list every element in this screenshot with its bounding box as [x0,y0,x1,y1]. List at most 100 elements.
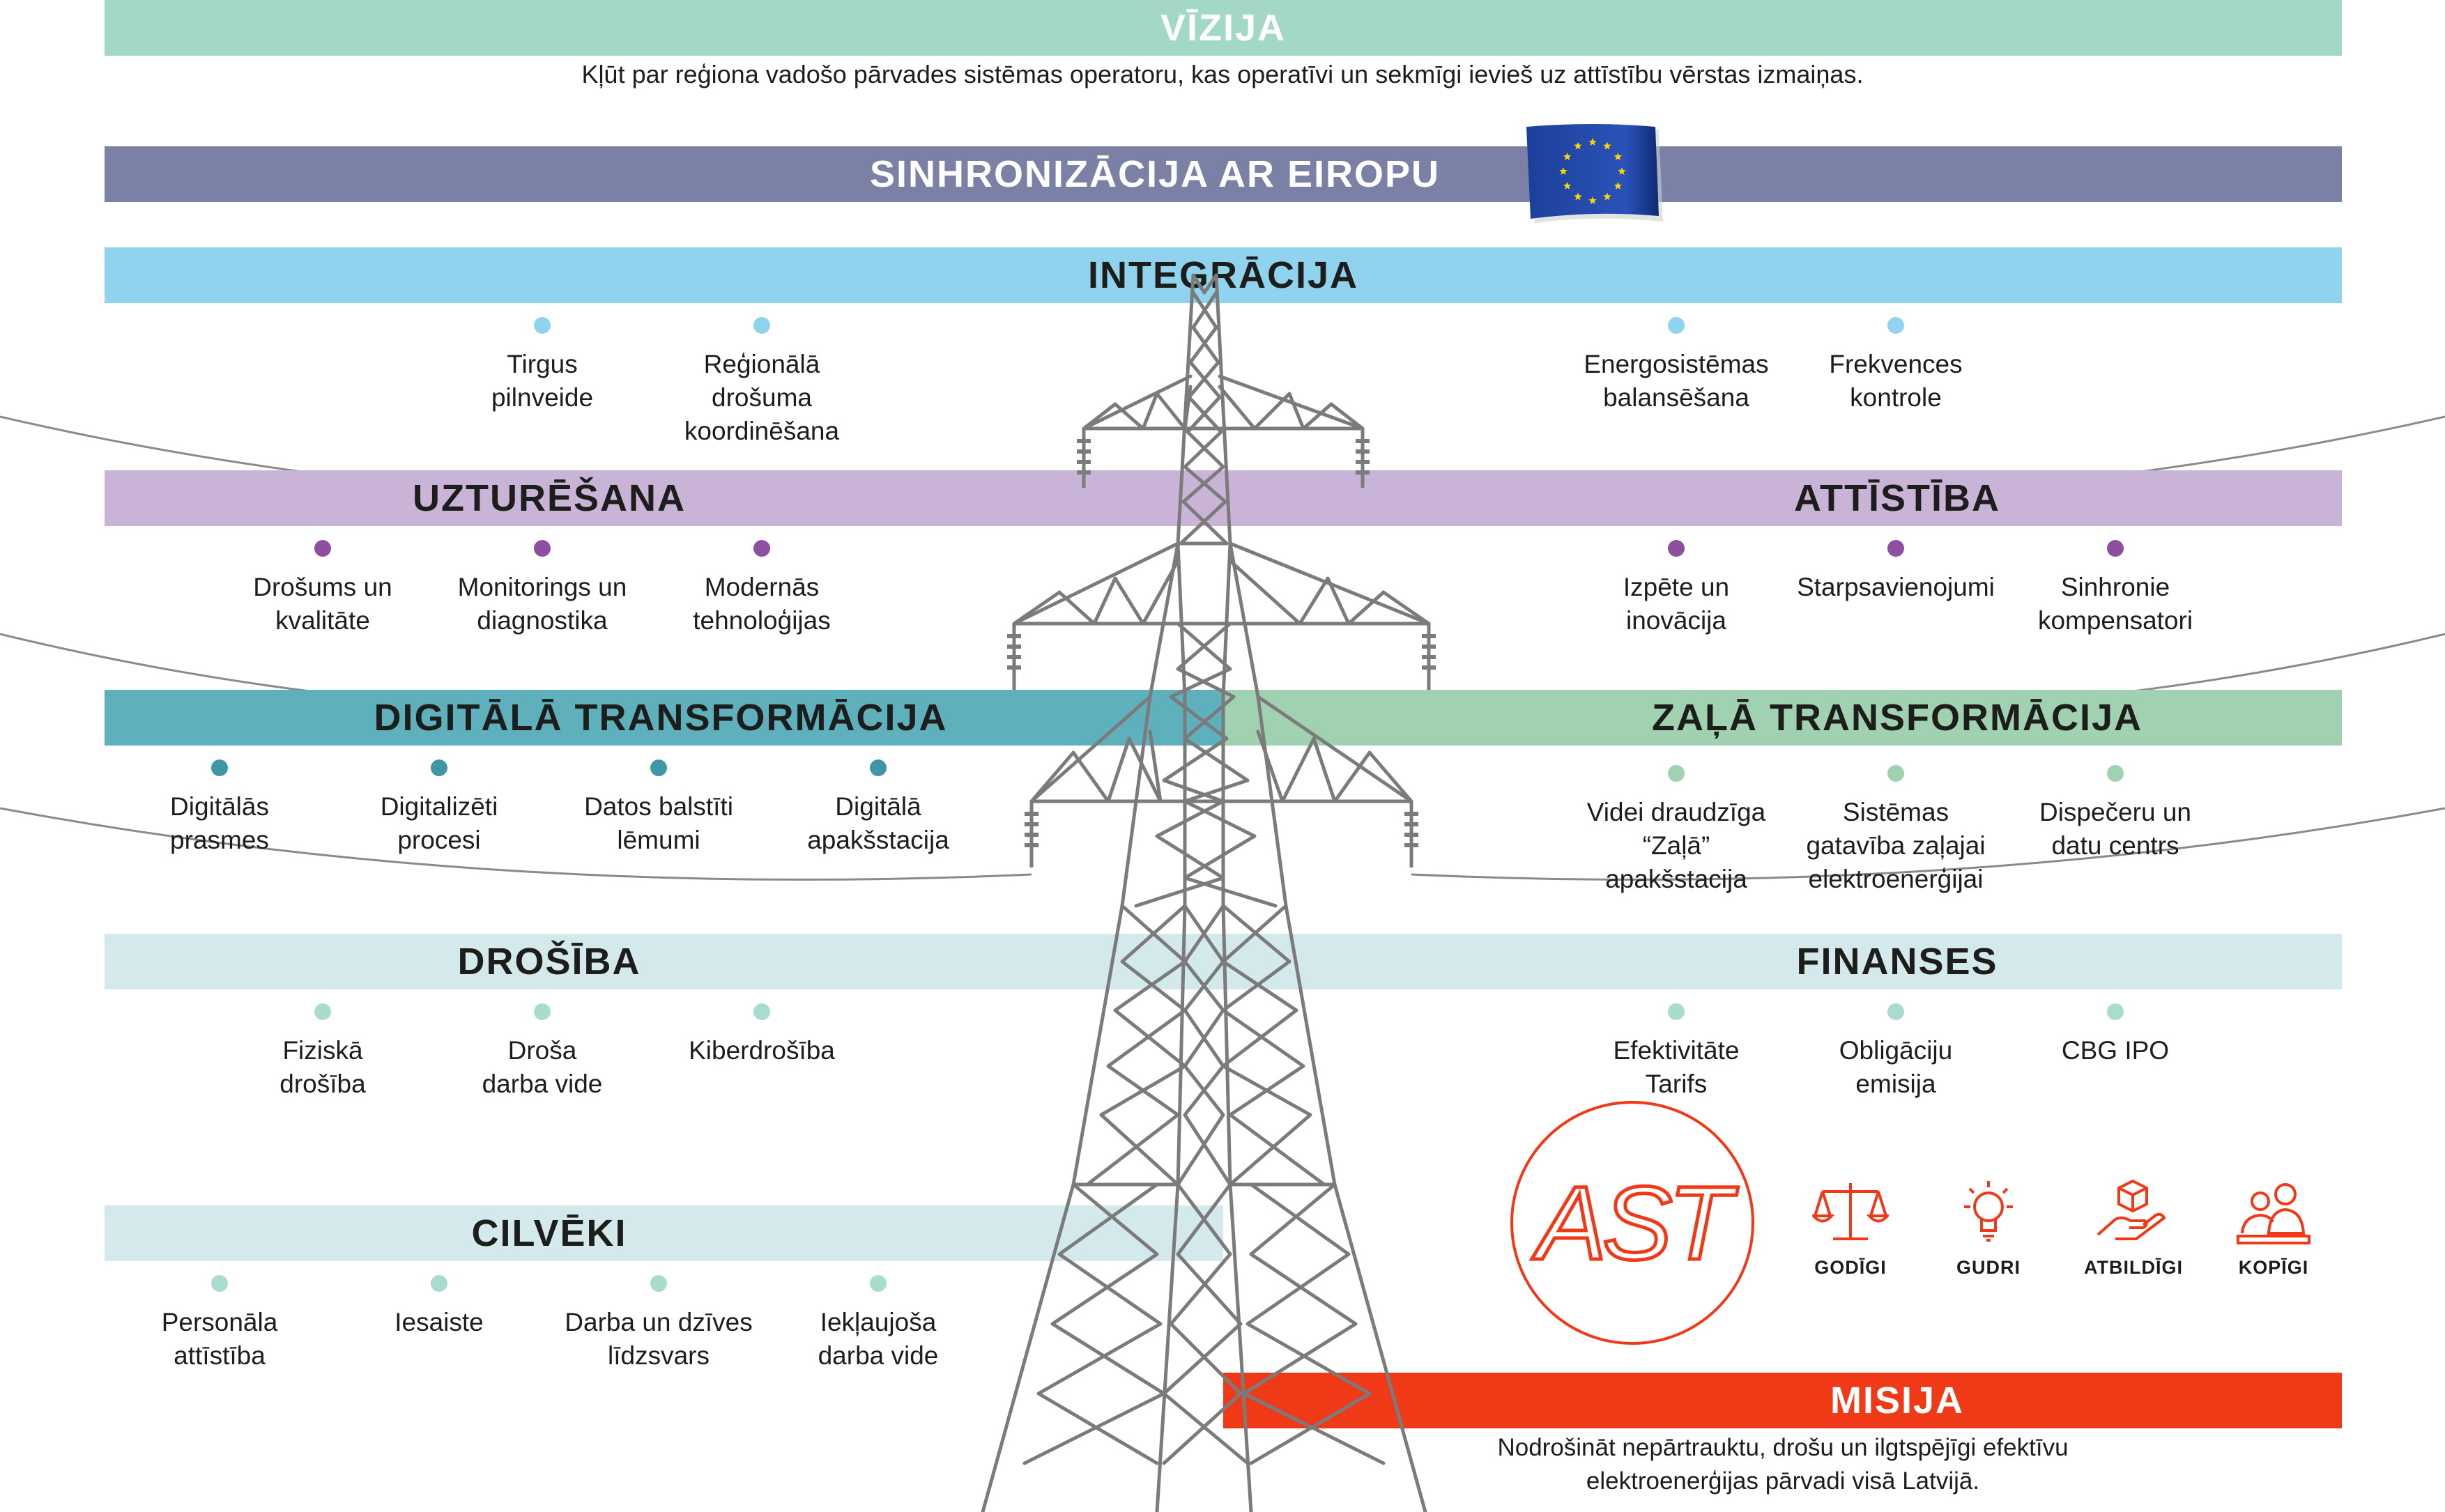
bullet-dot [314,540,331,557]
people-item: Iesaiste [321,1275,558,1339]
maintenance-title: UZTURĒŠANA [413,477,686,519]
finance-item: Efektivitāte Tarifs [1558,1003,1795,1101]
eu-star [1563,153,1572,160]
green-item: Sistēmas gatavība zaļajai elektroenerģij… [1777,765,2014,896]
bullet-dot [1668,1003,1685,1020]
people-item: Iekļaujoša darba vide [760,1275,997,1373]
people-item: Darba un dzīves līdzsvars [540,1275,777,1373]
value-godigi-label: GODĪGI [1814,1257,1887,1278]
people-item-label: Personāla attīstība [161,1308,278,1370]
bullet-dot [870,1275,887,1292]
eu-star [1563,182,1572,190]
digital-item-label: Digitālās prasmes [170,792,269,854]
bullet-dot [534,317,551,334]
lightbulb-icon [1964,1181,2013,1242]
bullet-dot [753,540,770,557]
bullet-dot [870,759,887,776]
integration-item-label: Tirgus pilnveide [491,350,594,412]
bullet-dot [2107,540,2124,557]
eu-star [1559,167,1568,175]
bullet-dot [2107,1003,2124,1020]
eu-star [1618,167,1626,175]
digital-item: Datos balstīti lēmumi [540,759,777,857]
maintenance-item: Drošums un kvalitāte [204,540,441,638]
development-item: Sinhronie kompensatori [1997,540,2234,638]
bullet-dot [1887,540,1904,557]
development-item: Izpēte un inovācija [1558,540,1795,638]
value-atbildigi: ATBILDĪGI [2084,1178,2182,1279]
bullet-dot [431,1275,447,1292]
mission-title: MISIJA [1830,1380,1965,1421]
eu-flag-icon [1526,124,1663,223]
bullet-dot [650,1275,667,1292]
development-item-label: Starpsavienojumi [1797,573,1995,601]
hand-cube-icon [2097,1179,2166,1240]
green-title: ZAĻĀ TRANSFORMĀCIJA [1652,697,2143,739]
safety-item: Kiberdrošība [643,1003,880,1067]
maintenance-item: Monitorings un diagnostika [424,540,661,638]
people-band: CILVĒKI [105,1205,1223,1261]
eu-star [1603,141,1611,150]
vision-text: Kļūt par reģiona vadošo pārvades sistēma… [581,60,1864,88]
ast-logo-text: AST [1535,1162,1734,1283]
value-kopigi-label: KOPĪGI [2238,1257,2309,1278]
bullet-dot [753,317,770,334]
value-gudri-label: GUDRI [1956,1257,2021,1278]
bullet-dot [314,1003,331,1020]
digital-item-label: Digitalizēti procesi [380,792,498,854]
maintenance-item-label: Modernās tehnoloģijas [693,573,831,635]
integration-item: Energosistēmas balansēšana [1558,317,1795,415]
eu-star [1603,192,1611,201]
green-item-label: Videi draudzīga “Zaļā” apakšstacija [1586,798,1766,893]
eu-star [1614,182,1623,190]
bullet-dot [534,1003,551,1020]
digital-band: DIGITĀLĀ TRANSFORMĀCIJA [105,690,1223,746]
vision-title: VĪZIJA [1160,7,1287,49]
development-item: Starpsavienojumi [1777,540,2014,604]
mission-text: Nodrošināt nepārtrauktu, drošu un ilgtsp… [1497,1434,2069,1495]
people-item-label: Iesaiste [394,1308,484,1336]
people-item-label: Darba un dzīves līdzsvars [565,1308,753,1370]
bullet-dot [1887,765,1904,782]
value-atbildigi-label: ATBILDĪGI [2084,1257,2183,1278]
people-title: CILVĒKI [471,1212,627,1254]
bullet-dot [1668,540,1685,557]
development-item-label: Sinhronie kompensatori [2037,573,2193,635]
bullet-dot [534,540,551,557]
digital-item: Digitālās prasmes [101,759,338,857]
people-item: Personāla attīstība [101,1275,338,1373]
eu-star [1588,196,1597,204]
integration-title: INTEGRĀCIJA [1087,254,1359,296]
integration-item-label: Frekvences kontrole [1829,350,1963,412]
people-icon [2237,1183,2310,1244]
safety-title: DROŠĪBA [457,941,641,982]
bullet-dot [650,759,667,776]
value-gudri: GUDRI [1940,1178,2037,1279]
safety-item-label: Kiberdrošība [689,1036,835,1065]
bullet-dot [211,1275,228,1292]
safety-item-label: Droša darba vide [482,1036,603,1098]
development-item-label: Izpēte un inovācija [1623,573,1730,635]
green-item: Videi draudzīga “Zaļā” apakšstacija [1558,765,1795,896]
finance-item: CBG IPO [1997,1003,2234,1067]
integration-item: Frekvences kontrole [1777,317,2014,415]
maintenance-item: Modernās tehnoloģijas [643,540,880,638]
maintenance-item-label: Drošums un kvalitāte [253,573,392,635]
bullet-dot [1668,317,1685,334]
safety-item: Droša darba vide [424,1003,661,1101]
green-band: ZAĻĀ TRANSFORMĀCIJA [1223,690,2342,746]
digital-item: Digitalizēti procesi [321,759,558,857]
eu-star [1574,192,1582,201]
digital-item-label: Digitālā apakšstacija [807,792,949,854]
digital-item-label: Datos balstīti lēmumi [584,792,733,854]
people-item-label: Iekļaujoša darba vide [818,1308,939,1370]
finance-item-label: Efektivitāte Tarifs [1613,1036,1740,1098]
integration-band: INTEGRĀCIJA [105,247,2342,303]
scales-icon [1812,1183,1889,1240]
integration-item: Tirgus pilnveide [424,317,661,415]
sync-title: SINHRONIZĀCIJA AR EIROPU [869,153,1441,195]
sync-band: SINHRONIZĀCIJA AR EIROPU [105,146,2342,202]
digital-item: Digitālā apakšstacija [760,759,997,857]
digital-title: DIGITĀLĀ TRANSFORMĀCIJA [374,697,948,739]
